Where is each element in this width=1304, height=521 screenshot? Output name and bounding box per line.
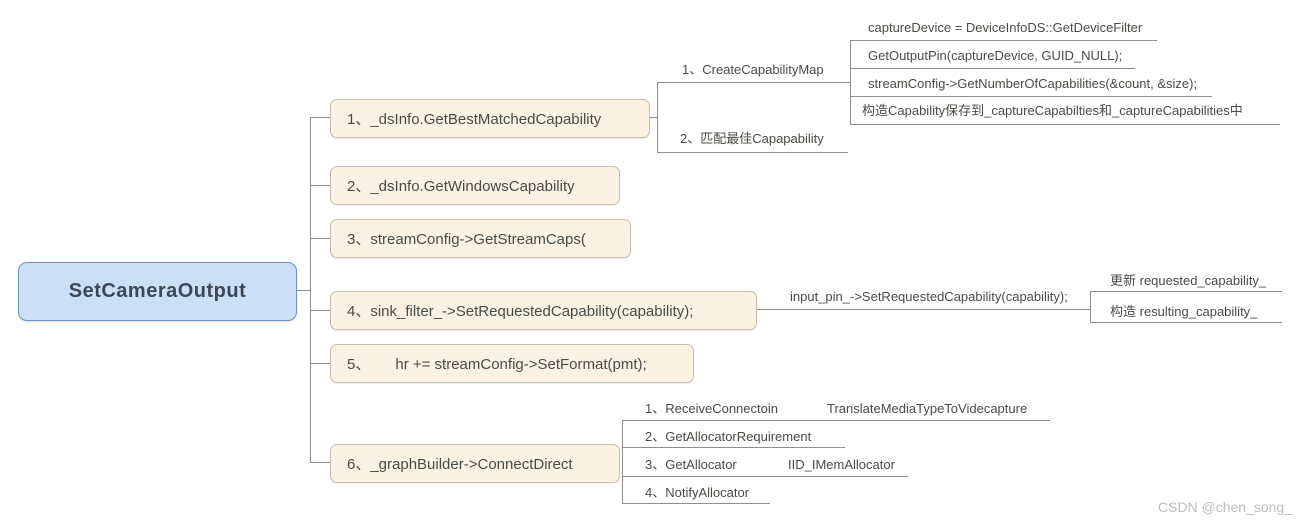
connector-branch-6 — [310, 462, 330, 463]
topic-connect-direct[interactable]: 6、_graphBuilder->ConnectDirect — [330, 444, 620, 483]
topic-get-windows-capability[interactable]: 2、_dsInfo.GetWindowsCapability — [330, 166, 620, 205]
node-match-best-capability[interactable]: 2、匹配最佳Capapability — [680, 131, 824, 146]
underline-get-number-of-capabilities — [850, 96, 1212, 97]
node-receive-connection[interactable]: 1、ReceiveConnectoin — [645, 401, 778, 416]
node-build-resulting-capability[interactable]: 构造 resulting_capability_ — [1110, 304, 1258, 319]
underline-get-allocator-requirement — [622, 447, 845, 448]
topic-get-stream-caps[interactable]: 3、streamConfig->GetStreamCaps( — [330, 219, 631, 258]
node-get-allocator-requirement[interactable]: 2、GetAllocatorRequirement — [645, 429, 812, 444]
underline-update-requested-capability — [1090, 291, 1282, 292]
node-get-device-filter[interactable]: captureDevice = DeviceInfoDS::GetDeviceF… — [868, 20, 1143, 35]
topic-set-requested-capability[interactable]: 4、sink_filter_->SetRequestedCapability(c… — [330, 291, 757, 330]
underline-create-capability-map — [657, 82, 850, 83]
connector-trunk — [310, 118, 311, 463]
underline-build-capability-store — [850, 124, 1280, 125]
node-notify-allocator[interactable]: 4、NotifyAllocator — [645, 485, 750, 500]
underline-build-resulting-capability — [1090, 322, 1282, 323]
underline-notify-allocator — [622, 503, 770, 504]
topic-get-best-matched-capability[interactable]: 1、_dsInfo.GetBestMatchedCapability — [330, 99, 650, 138]
underline-get-allocator — [622, 476, 908, 477]
connector-input-pin-bracket — [1090, 291, 1091, 323]
underline-get-device-filter — [850, 40, 1157, 41]
node-get-allocator[interactable]: 3、GetAllocator — [645, 457, 737, 472]
connector-branch-2 — [310, 185, 330, 186]
connector-connectdirect-bracket — [622, 420, 623, 504]
connector-branch1-bracket — [657, 83, 658, 153]
topic-set-format[interactable]: 5、 hr += streamConfig->SetFormat(pmt); — [330, 344, 694, 383]
underline-get-output-pin — [850, 68, 1135, 69]
connector-branch-5 — [310, 363, 330, 364]
connector-capabilitymap-bracket — [850, 40, 851, 125]
node-update-requested-capability[interactable]: 更新 requested_capability_ — [1110, 273, 1267, 288]
connector-branch1-stub — [650, 117, 657, 118]
root-topic[interactable]: SetCameraOutput — [18, 262, 297, 321]
connector-branch-1 — [310, 117, 330, 118]
node-get-number-of-capabilities[interactable]: streamConfig->GetNumberOfCapabilities(&c… — [868, 76, 1198, 91]
connector-branch-4 — [310, 310, 330, 311]
node-translate-media-type[interactable]: TranslateMediaTypeToVidecapture — [827, 401, 1028, 416]
underline-receive-connection — [622, 420, 1050, 421]
node-input-pin-set-requested-capability[interactable]: input_pin_->SetRequestedCapability(capab… — [790, 289, 1068, 304]
node-build-capability-store[interactable]: 构造Capability保存到_captureCapabilties和_capt… — [862, 103, 1243, 118]
underline-match-best-capability — [657, 152, 848, 153]
node-iid-imemallocator[interactable]: IID_IMemAllocator — [788, 457, 895, 472]
connector-input-pin — [757, 309, 1090, 310]
connector-branch-3 — [310, 238, 330, 239]
node-get-output-pin[interactable]: GetOutputPin(captureDevice, GUID_NULL); — [868, 48, 1123, 63]
csdn-watermark: CSDN @chen_song_ — [1157, 499, 1292, 515]
node-create-capability-map[interactable]: 1、CreateCapabilityMap — [682, 62, 824, 77]
connector-root-stub — [297, 290, 311, 291]
